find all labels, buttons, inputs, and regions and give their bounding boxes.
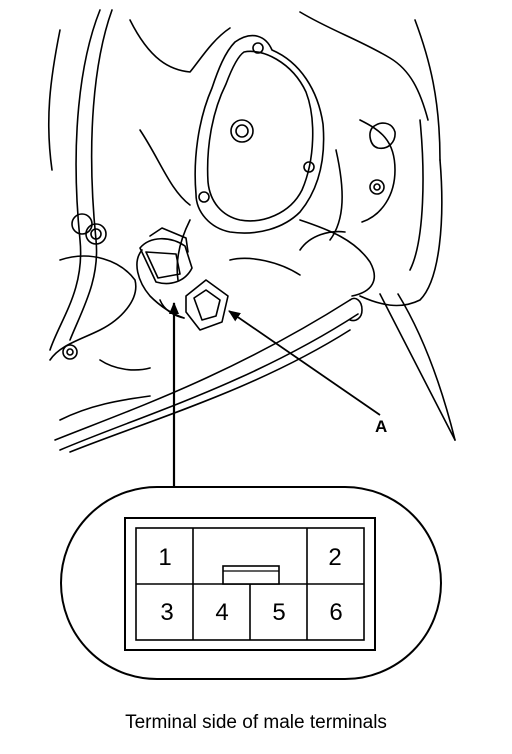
door-panel-illustration	[47, 9, 456, 453]
figure-caption: Terminal side of male terminals	[125, 712, 387, 733]
callout-label-a: A	[375, 417, 387, 436]
connector-body	[124, 517, 376, 651]
terminal-pin-4: 4	[215, 599, 228, 626]
terminal-pin-5: 5	[272, 599, 285, 626]
terminal-pin-3: 3	[160, 599, 173, 626]
locking-tab	[222, 565, 280, 585]
terminal-pin-1: 1	[158, 544, 171, 571]
terminal-pin-6: 6	[329, 599, 342, 626]
callout-leader-line	[228, 310, 381, 416]
connector-face-inset: 1 2 3 4 5 6	[60, 486, 442, 680]
inset-outline	[60, 486, 442, 680]
terminal-pin-2: 2	[328, 544, 341, 571]
